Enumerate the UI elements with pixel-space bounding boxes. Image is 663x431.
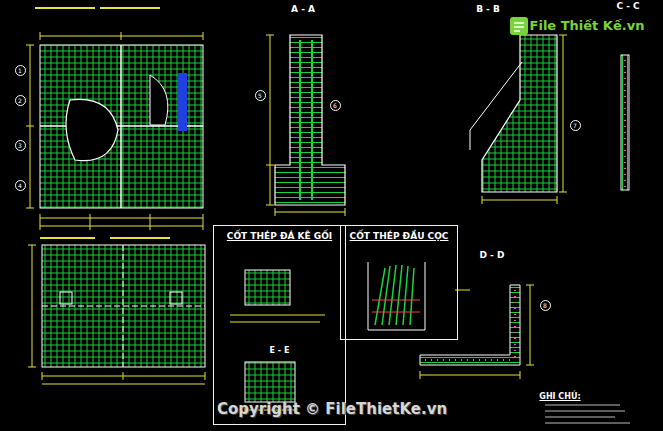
pile-rebar (375, 265, 414, 325)
section-rebar (420, 285, 520, 365)
section-rebar (482, 35, 557, 192)
detail-panel: CỐT THÉP ĐẦU CỌC (340, 225, 458, 340)
plan-rebar (42, 245, 205, 367)
callout-number: 3 (15, 140, 26, 151)
pad-rebar (245, 362, 295, 402)
logo-icon (510, 17, 528, 35)
dimension-line (420, 285, 534, 379)
leader-line (470, 62, 522, 150)
callout-number: 7 (570, 120, 581, 131)
note-text-line (545, 405, 630, 423)
section-rebar (275, 35, 345, 205)
dimension-line (482, 35, 567, 204)
detail-panel: CỐT THÉP ĐÁ KÊ GỐI E - E (213, 225, 346, 425)
logo-icon (514, 23, 524, 31)
dimension-line (26, 32, 203, 230)
panel-heading: CỐT THÉP ĐÁ KÊ GỐI (214, 231, 345, 241)
section-rebar (621, 55, 629, 190)
callout-number: 6 (330, 100, 341, 111)
heading-mark (40, 237, 170, 239)
section-title: D - D (478, 251, 507, 261)
callout-number: 1 (15, 65, 26, 76)
dimension-line (28, 245, 205, 384)
pad-rebar (245, 270, 290, 305)
notes-heading: GHI CHÚ: (538, 393, 581, 402)
pile-mark (170, 292, 182, 304)
logo-text: File Thiết Kế.vn (530, 19, 645, 33)
watermark: Copyright © FileThietKe.vn (217, 401, 447, 418)
panel-heading: CỐT THÉP ĐẦU CỌC (341, 231, 457, 241)
axis-line (42, 245, 205, 367)
stirrup-dots (624, 60, 626, 188)
section-title: A - A (289, 5, 317, 15)
note-line (230, 315, 325, 322)
cut-outline (150, 75, 168, 125)
section-label: E - E (214, 346, 345, 355)
callout-number: 2 (15, 95, 26, 106)
callout-number: 8 (540, 300, 551, 311)
dimension-line (266, 35, 345, 216)
bearing-strip (178, 73, 187, 131)
heading-mark (35, 7, 160, 9)
cut-outline (66, 99, 118, 160)
section-title: B - B (474, 5, 502, 15)
callout-number: 4 (15, 180, 26, 191)
spiral-bar (372, 300, 420, 312)
main-bar (300, 40, 312, 200)
stirrup-dots (425, 290, 515, 360)
pile-mark (60, 292, 72, 304)
axis-line (40, 45, 203, 208)
callout-number: 5 (255, 90, 266, 101)
plan-rebar (40, 45, 203, 208)
section-title: C - C (614, 2, 641, 12)
pile-outline (368, 262, 425, 330)
